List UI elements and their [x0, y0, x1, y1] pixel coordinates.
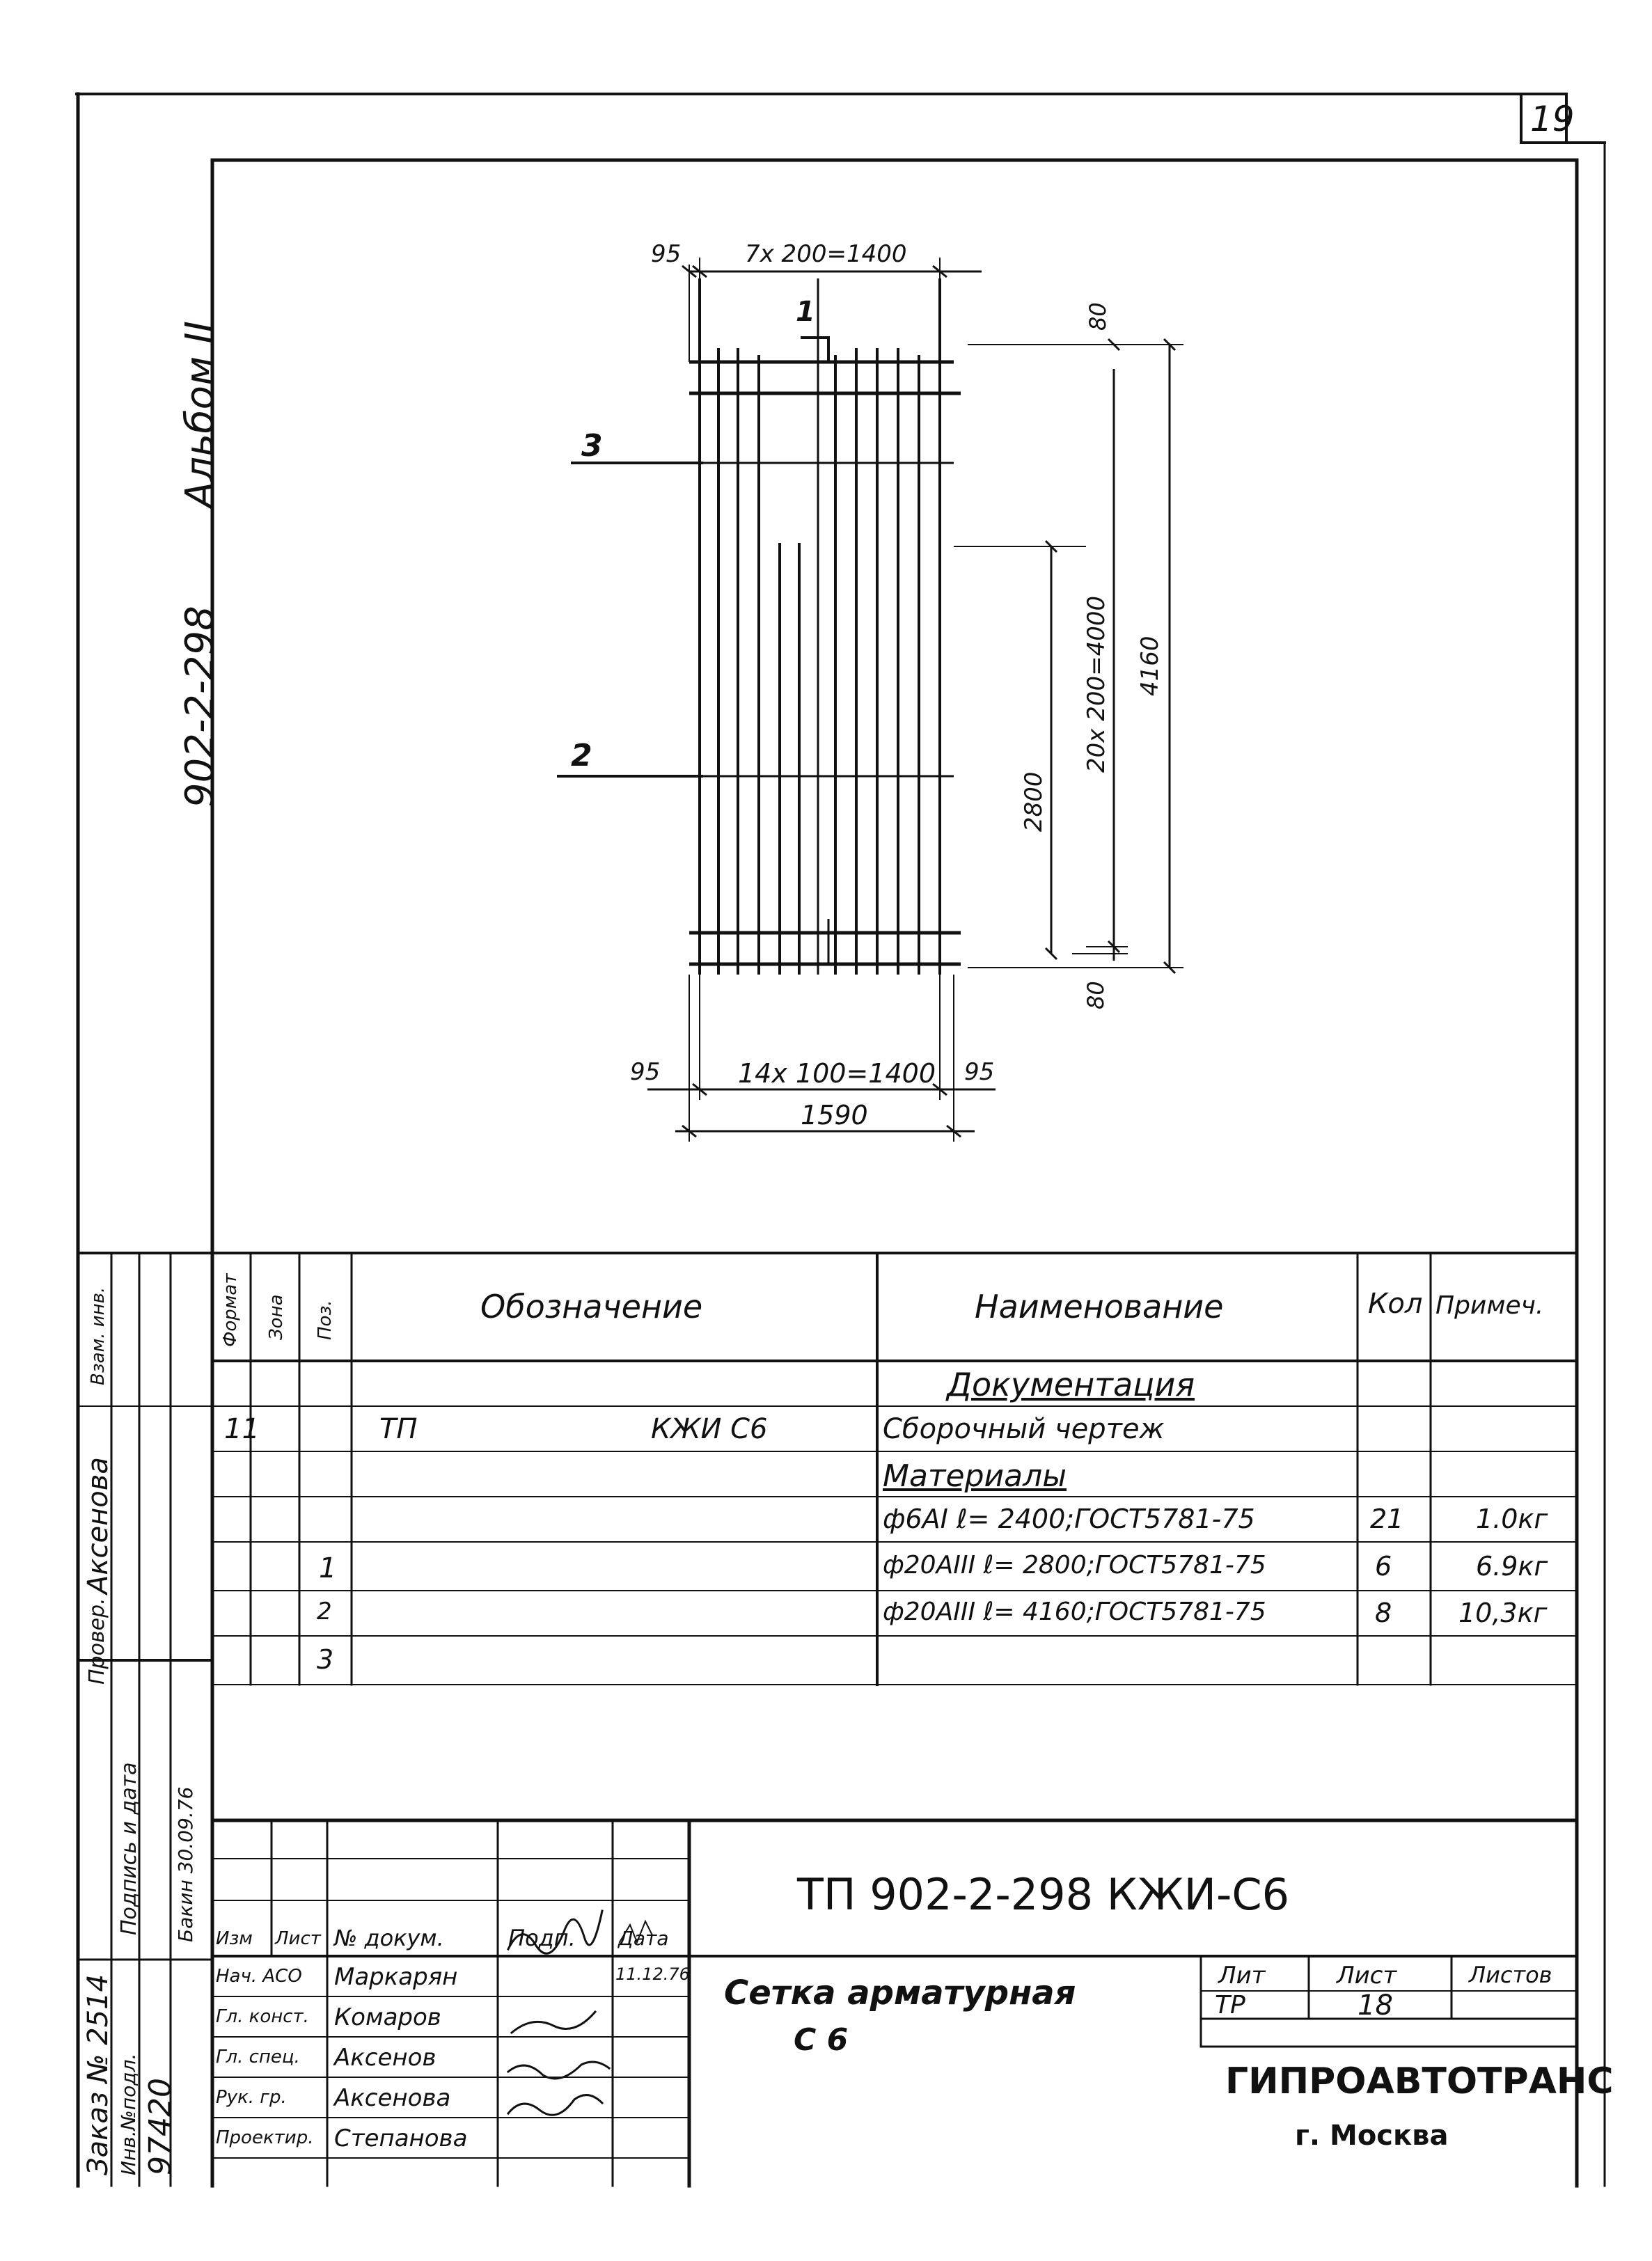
row-doc-section-name: Документация: [947, 1366, 1195, 1403]
row-pos3-note: 10,3кг: [1458, 1598, 1548, 1628]
tb-role-1: Нач. АСО: [216, 1966, 302, 1987]
tb-role-4: Рук. гр.: [216, 2087, 287, 2108]
title-doc-code: ТП 902-2-298 КЖИ-С6: [797, 1869, 1290, 1920]
row-pos1-qty: 21: [1370, 1504, 1404, 1534]
album-code: 902-2-298: [178, 606, 223, 808]
header-name: Наименование: [975, 1288, 1224, 1325]
tb-sheet-value: 18: [1358, 1990, 1393, 2022]
side-checked-name: Аксенова: [82, 1457, 114, 1594]
tb-header-doc: № докум.: [334, 1925, 444, 1951]
tb-sheets-label: Листов: [1469, 1962, 1552, 1988]
row-pos2-note: 6.9кг: [1476, 1551, 1548, 1582]
tb-lit-value: ТР: [1215, 1991, 1245, 2019]
dim-bottom-spacing: 14x 100=1400: [738, 1058, 936, 1089]
header-zone: Зона: [266, 1294, 287, 1340]
row-pos3-name: ф20АIII ℓ= 4160;ГОСТ5781-75: [883, 1598, 1266, 1626]
dim-overall-height: 4160: [1136, 636, 1164, 696]
album-label: Альбом II: [178, 321, 223, 508]
tb-name-5: Степанова: [334, 2125, 468, 2152]
header-pos: Поз.: [315, 1300, 336, 1340]
row-pos2-pos: 2: [317, 1598, 332, 1625]
tb-name-3: Аксенов: [334, 2044, 436, 2072]
row-pos1-name: ф6АI ℓ= 2400;ГОСТ5781-75: [883, 1504, 1255, 1534]
tb-name-2: Комаров: [334, 2003, 441, 2031]
sheet-number: 19: [1530, 99, 1575, 139]
tb-role-5: Проектир.: [216, 2127, 314, 2148]
tb-header-date: Дата: [618, 1927, 669, 1950]
dim-overall-width: 1590: [801, 1100, 868, 1130]
tb-title-line2: С 6: [794, 2022, 849, 2058]
row-pos3-pos: 3: [317, 1644, 334, 1675]
side-checked-label: Провер.: [85, 1598, 109, 1685]
dim-bottom-end: 80: [1083, 981, 1109, 1009]
side-inv-replace-label: Взам. инв.: [88, 1286, 109, 1385]
tb-title-line1: Сетка арматурная: [724, 1974, 1076, 2012]
tb-lit-label: Лит: [1218, 1962, 1266, 1990]
tb-header-sign: Подп.: [508, 1925, 576, 1951]
tb-role-3: Гл. спец.: [216, 2047, 300, 2067]
side-inv-number: 97420: [143, 2078, 178, 2175]
side-order-label: Заказ № 2514: [82, 1974, 114, 2175]
dim-top-edge: 95: [651, 240, 682, 268]
row-assembly-designation-right: КЖИ С6: [651, 1413, 768, 1445]
header-qty: Кол: [1368, 1288, 1423, 1320]
position-label-3: 3: [581, 428, 603, 464]
dim-top-spacing: 7x 200=1400: [745, 240, 907, 268]
tb-date-value: 11.12.76: [615, 1964, 690, 1984]
row-pos1-note: 1.0кг: [1476, 1504, 1548, 1534]
tb-sheet-label: Лист: [1337, 1962, 1397, 1990]
tb-role-2: Гл. конст.: [216, 2006, 309, 2027]
row-pos2-name: ф20АIII ℓ= 2800;ГОСТ5781-75: [883, 1551, 1266, 1579]
tb-name-1: Маркарян: [334, 1963, 458, 1991]
dim-top-end: 80: [1085, 302, 1111, 331]
header-format: Формат: [220, 1273, 241, 1348]
header-designation: Обозначение: [480, 1288, 703, 1325]
row-pos3-qty: 8: [1375, 1598, 1392, 1628]
tb-name-4: Аксенова: [334, 2084, 451, 2112]
dim-bottom-left-edge: 95: [630, 1058, 661, 1086]
side-sig-date-value: Бакин 30.09.76: [174, 1786, 197, 1942]
row-assembly-designation-left: ТП: [379, 1413, 418, 1445]
row-pos1-pos: 1: [319, 1552, 337, 1584]
row-materials-section-name: Материалы: [883, 1458, 1067, 1494]
dim-bottom-right-edge: 95: [964, 1058, 995, 1086]
tb-city: г. Москва: [1295, 2120, 1449, 2152]
tb-header-izm: Изм: [216, 1928, 253, 1949]
dim-bar2-length: 2800: [1020, 771, 1048, 832]
header-note: Примеч.: [1435, 1291, 1544, 1320]
dim-vertical-spacing: 20x 200=4000: [1083, 595, 1110, 773]
position-label-1: 1: [796, 296, 815, 328]
side-inv-signature-label: Инв.№подл.: [117, 2053, 140, 2175]
position-label-2: 2: [571, 738, 592, 773]
row-pos2-qty: 6: [1375, 1551, 1392, 1582]
tb-org: ГИПРОАВТОТРАНС: [1225, 2061, 1614, 2102]
row-assembly-name: Сборочный чертеж: [883, 1413, 1165, 1445]
tb-header-list: Лист: [275, 1928, 321, 1949]
side-signature-date-label: Подпись и дата: [117, 1762, 141, 1936]
row-assembly-format: 11: [224, 1413, 260, 1445]
